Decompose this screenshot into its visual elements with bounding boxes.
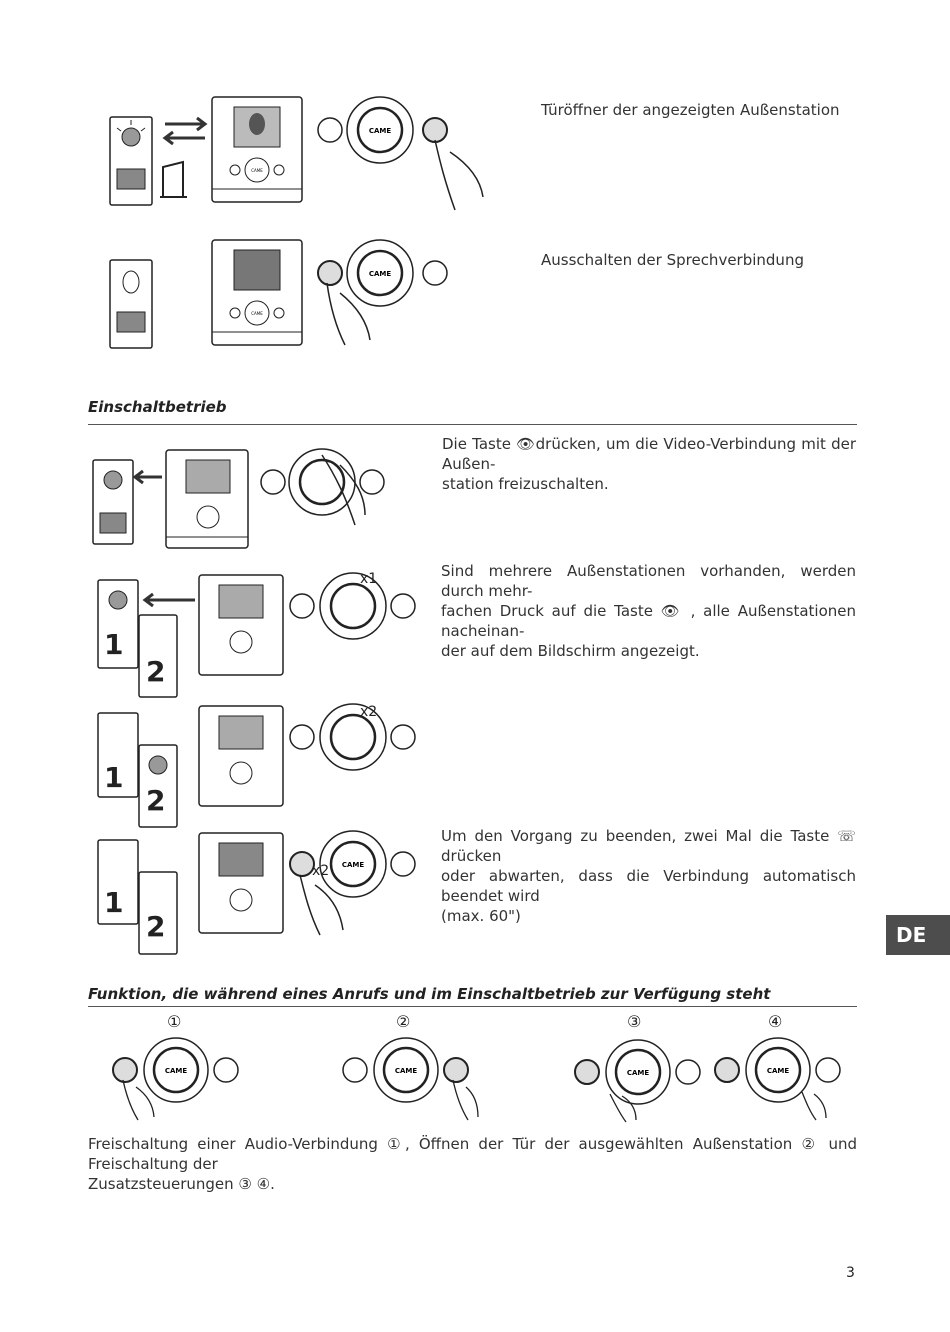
activation-illustration (92, 448, 385, 549)
para2-d: der auf dem Bildschirm angezeigt. (441, 642, 700, 660)
svg-text:CAME: CAME (369, 127, 392, 135)
para-multi-station: Sind mehrere Außenstationen vorhanden, w… (441, 561, 856, 661)
para3-d: (max. 60") (441, 907, 521, 925)
para2-a: Sind mehrere Außenstationen vorhanden, w… (441, 562, 856, 600)
svg-text:CAME: CAME (395, 1067, 418, 1075)
station-number-2: 2 (146, 655, 166, 688)
press-count-x2: x2 (360, 704, 378, 720)
functions-caption: Freischaltung einer Audio-Verbindung ①, … (88, 1134, 857, 1194)
station-number-2: 2 (146, 910, 166, 943)
keypad-function-3: CAME (574, 1039, 701, 1123)
svg-text:CAME: CAME (767, 1067, 790, 1075)
section-rule (88, 1006, 857, 1007)
para1-b: drücken, um die Video-Verbindung mit der… (442, 435, 856, 473)
marker-2: ② (396, 1012, 411, 1031)
para2-c: , alle Außenstationen nacheinan- (441, 602, 857, 640)
page-number: 3 (846, 1265, 855, 1281)
station-number-2: 2 (146, 784, 166, 817)
press-count-x1: x1 (360, 571, 378, 587)
station-number-1: 1 (104, 886, 124, 919)
end-activation-illustration: CAME (97, 830, 416, 955)
para3-b: drücken (441, 847, 502, 865)
svg-text:CAME: CAME (627, 1069, 650, 1077)
para2-b: fachen Druck auf die Taste (441, 602, 653, 620)
para-end-activation: Um den Vorgang zu beenden, zwei Mal die … (441, 826, 856, 926)
keypad-function-1: CAME (112, 1037, 239, 1121)
section-rule (88, 424, 857, 425)
marker-3: ③ (627, 1012, 642, 1031)
end-talk-illustration: CAME CAME (109, 239, 448, 349)
multi-station-illustration-1 (97, 572, 416, 698)
para-activation: Die Taste 👁drücken, um die Video-Verbind… (442, 434, 856, 494)
marker-4: ④ (768, 1012, 783, 1031)
para3-a: Um den Vorgang zu beenden, zwei Mal die … (441, 827, 830, 845)
svg-text:CAME: CAME (251, 311, 263, 316)
caption-b: Zusatzsteuerungen ③ ④. (88, 1175, 275, 1193)
eye-icon: 👁 (660, 602, 683, 620)
handset-icon: ☏ (837, 827, 856, 845)
press-count-x2: x2 (312, 863, 330, 879)
section-title-functions: Funktion, die während eines Anrufs und i… (88, 985, 771, 1003)
caption-a: Freischaltung einer Audio-Verbindung ①, … (88, 1135, 857, 1173)
station-number-1: 1 (104, 761, 124, 794)
svg-text:CAME: CAME (251, 168, 263, 173)
station-number-1: 1 (104, 628, 124, 661)
para3-c: oder abwarten, dass die Verbindung autom… (441, 867, 856, 905)
keypad-function-2: CAME (342, 1037, 479, 1121)
svg-text:CAME: CAME (165, 1067, 188, 1075)
para1-c: station freizuschalten. (442, 475, 609, 493)
section-title-einschaltbetrieb: Einschaltbetrieb (88, 398, 227, 416)
marker-1: ① (167, 1012, 182, 1031)
step-door-open-text: Türöffner der angezeigten Außenstation (541, 101, 840, 119)
svg-text:CAME: CAME (369, 270, 392, 278)
eye-icon: 👁 (516, 435, 536, 453)
para1-a: Die Taste (442, 435, 511, 453)
multi-station-illustration-2 (97, 703, 416, 828)
step-end-talk-text: Ausschalten der Sprechverbindung (541, 251, 804, 269)
door-release-illustration: CAME CAME (109, 96, 484, 211)
language-tab: DE (886, 915, 950, 955)
svg-text:CAME: CAME (342, 861, 365, 869)
keypad-function-4: CAME (714, 1037, 841, 1121)
